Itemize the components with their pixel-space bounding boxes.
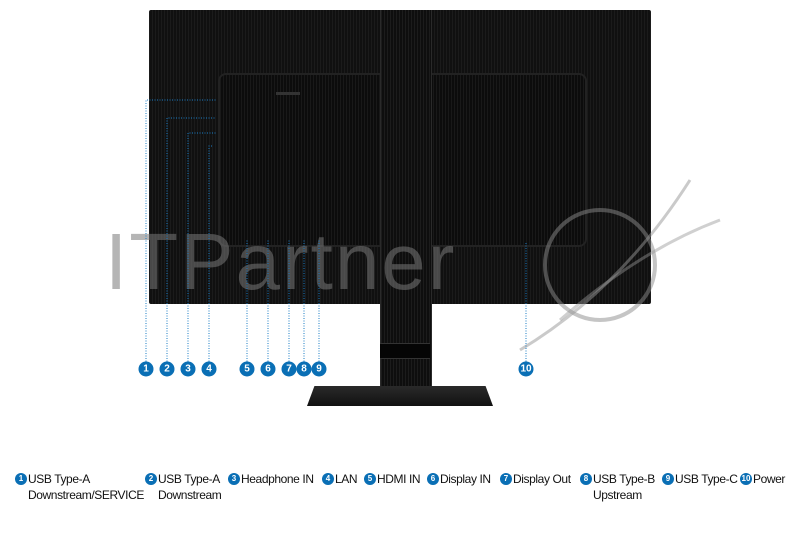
- brand-logo: [276, 92, 300, 95]
- watermark: ITPartner: [105, 217, 457, 306]
- callout-line-4: [208, 145, 213, 369]
- legend-label: LAN: [335, 472, 358, 486]
- callout-badge-1: 1: [138, 361, 154, 377]
- callout-badge-8: 8: [296, 361, 312, 377]
- legend-badge: 5: [364, 473, 376, 485]
- callout-line-1: [145, 99, 216, 369]
- legend-badge: 1: [15, 473, 27, 485]
- legend-label: USB Type-A: [158, 472, 220, 486]
- legend-badge: 9: [662, 473, 674, 485]
- legend-label: USB Type-B: [593, 472, 655, 486]
- callout-badge-5: 5: [239, 361, 255, 377]
- callout-line-3: [187, 132, 216, 369]
- callout-badge-6: 6: [260, 361, 276, 377]
- stand-base: [307, 386, 493, 406]
- legend-badge: 2: [145, 473, 157, 485]
- legend-label: USB Type-C: [675, 472, 738, 486]
- legend-label: USB Type-A: [28, 472, 90, 486]
- stand-column: [380, 10, 432, 395]
- legend-badge: 8: [580, 473, 592, 485]
- callout-line-2: [166, 117, 216, 369]
- legend-badge: 3: [228, 473, 240, 485]
- callout-badge-2: 2: [159, 361, 175, 377]
- stand-collar: [380, 343, 430, 359]
- legend-label: Display IN: [440, 472, 491, 486]
- callout-badge-3: 3: [180, 361, 196, 377]
- legend-badge: 7: [500, 473, 512, 485]
- legend-label: Power: [753, 472, 786, 486]
- legend-label: Display Out: [513, 472, 571, 486]
- legend-label: Headphone IN: [241, 472, 314, 486]
- callout-badge-7: 7: [281, 361, 297, 377]
- legend-badge: 10: [740, 473, 752, 485]
- callout-badge-10: 10: [518, 361, 534, 377]
- legend-label-line2: Downstream: [158, 487, 222, 502]
- callout-badge-9: 9: [311, 361, 327, 377]
- legend-label-line2: Upstream: [593, 487, 642, 502]
- callout-badge-4: 4: [201, 361, 217, 377]
- legend-label-line2: Downstream/SERVICE: [28, 487, 144, 502]
- legend-badge: 4: [322, 473, 334, 485]
- legend-label: HDMI IN: [377, 472, 421, 486]
- legend-badge: 6: [427, 473, 439, 485]
